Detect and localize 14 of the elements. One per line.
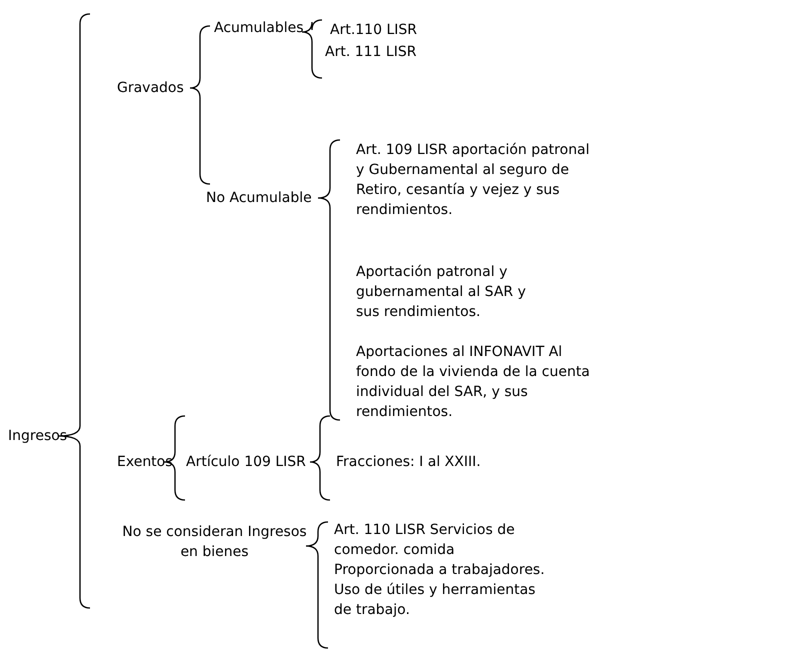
label-text: Exentos	[117, 453, 173, 472]
label-text: Aportación patronal y gubernamental al SAR y sus rendimientos.	[356, 263, 527, 322]
label-text: Gravados	[117, 79, 184, 98]
label-text: Art. 111 LISR	[325, 43, 416, 62]
label-text: Fracciones: I al XXIII.	[336, 453, 481, 472]
label-text: Art.110 LISR	[330, 21, 417, 40]
label-text: No Acumulable	[206, 189, 312, 208]
label-text: Aportaciones al INFONAVIT Al fondo de la vivienda de la cuenta individual del SAR, y sus rendimientos.	[356, 343, 591, 422]
label-text: No se consideran Ingresos en bienes	[121, 523, 308, 562]
label-text: Acumulables	[214, 19, 304, 38]
label-text: Art. 109 LISR aportación patronal y Gubernamental al seguro de Retiro, cesantía y vejez y sus rendimientos.	[356, 141, 591, 220]
label-text: Artículo 109 LISR	[186, 453, 306, 472]
label-text: Ingresos	[8, 427, 68, 446]
label-text: Art. 110 LISR Servicios de comedor. comida Proporcionada a trabajadores. Uso de útiles y herramientas de trabajo.	[334, 521, 546, 620]
